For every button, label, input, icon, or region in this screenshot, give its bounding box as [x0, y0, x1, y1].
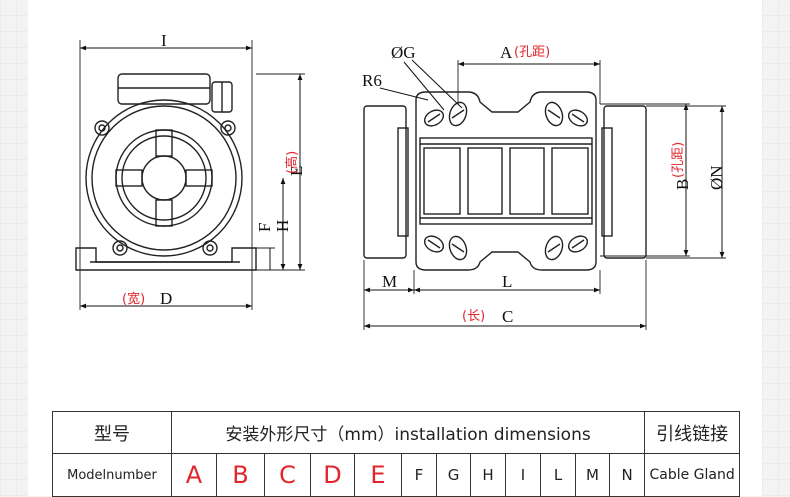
header-model: 型号 [52, 411, 172, 454]
front-view [75, 40, 305, 310]
col-F: F [401, 453, 437, 497]
dimension-table: 型号 安装外形尺寸（mm）installation dimensions 引线链… [52, 411, 741, 497]
label-F: F [255, 223, 274, 232]
col-H: H [470, 453, 506, 497]
dimension-drawing: I D (宽) E (高) F H [75, 31, 726, 330]
col-A: A [171, 453, 217, 497]
col-E: E [354, 453, 402, 497]
top-view [363, 60, 726, 330]
background-grid-left [0, 0, 28, 496]
row-label: Modelnumber [52, 453, 172, 497]
label-L: L [502, 272, 512, 291]
col-N: N [608, 453, 646, 497]
label-N: ØN [707, 165, 726, 190]
label-R6: R6 [362, 71, 382, 90]
label-I: I [161, 31, 167, 50]
col-B: B [216, 453, 265, 497]
label-G: ØG [391, 43, 416, 62]
col-G: G [436, 453, 471, 497]
header-gland: 引线链接 [644, 411, 741, 454]
col-I: I [505, 453, 541, 497]
col-L: L [540, 453, 576, 497]
label-A: A [500, 43, 513, 62]
col-cable-gland: Cable Gland [644, 453, 741, 497]
label-D: D [160, 289, 172, 308]
label-B-cn: (孔距) [671, 142, 686, 178]
col-C: C [264, 453, 311, 497]
label-C: C [502, 307, 513, 326]
label-B: B [673, 179, 692, 190]
label-A-cn: (孔距) [514, 45, 550, 60]
label-M: M [382, 272, 397, 291]
background-grid-right [762, 0, 790, 496]
label-D-cn: (宽) [122, 291, 145, 307]
col-M: M [575, 453, 610, 497]
header-dimensions: 安装外形尺寸（mm）installation dimensions [170, 411, 646, 454]
label-H: H [273, 220, 292, 232]
label-E-cn: (高) [284, 151, 300, 174]
label-E: E [287, 166, 306, 176]
label-C-cn: (长) [462, 309, 485, 324]
col-D: D [310, 453, 355, 497]
